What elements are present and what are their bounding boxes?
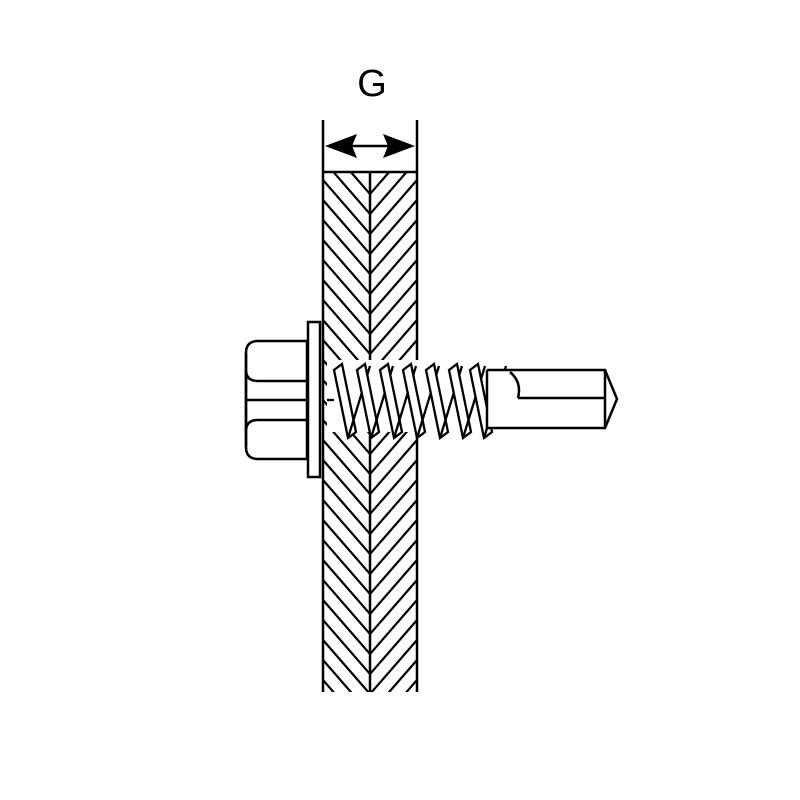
drill-point — [485, 368, 619, 430]
arrowhead-left-icon — [325, 134, 357, 158]
panel-hatching — [322, 172, 418, 692]
hex-head — [244, 339, 309, 461]
washer — [306, 320, 322, 479]
dimension-label: G — [357, 63, 387, 105]
panel — [322, 170, 418, 692]
dimension-arrow — [325, 134, 415, 158]
self-drilling-hex-screw-icon — [244, 320, 619, 479]
arrowhead-right-icon — [383, 134, 415, 158]
